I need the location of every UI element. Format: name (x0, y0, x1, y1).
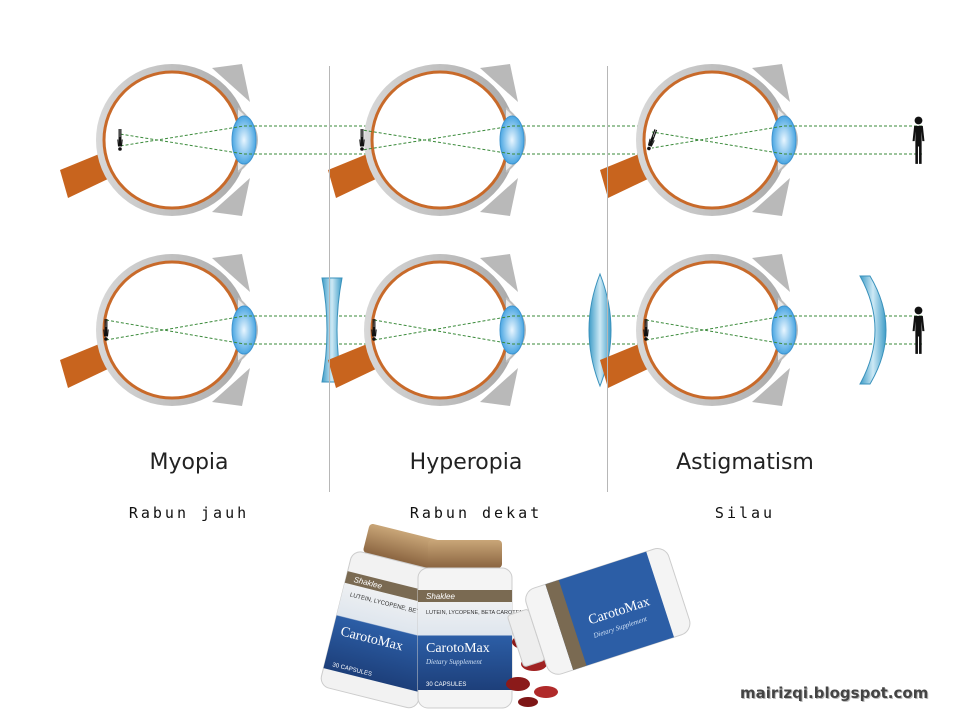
crystalline-lens (499, 115, 525, 165)
light-ray-lower (361, 129, 650, 155)
eye-hyperopia-uncorrected (328, 64, 653, 216)
bottle-right: CarotoMax Dietary Supplement (507, 548, 691, 675)
column-subtitle-astigmatism: Silau (714, 504, 776, 522)
lower-lid (752, 368, 790, 406)
optic-nerve (328, 152, 378, 198)
optic-nerve (60, 342, 110, 388)
bottle-center-descriptor: Dietary Supplement (425, 658, 483, 666)
light-ray-upper (361, 125, 650, 151)
retinal-image-figure (359, 129, 365, 151)
crystalline-lens (499, 305, 525, 355)
retina (102, 260, 242, 400)
object-person-icon (912, 116, 925, 164)
retina (642, 70, 782, 210)
eye-myopia-uncorrected (60, 64, 385, 216)
optic-nerve (60, 152, 110, 198)
retina (642, 260, 782, 400)
bottle-center-count: 30 CAPSULES (426, 682, 466, 688)
lower-lid (212, 368, 250, 406)
column-title-hyperopia: Hyperopia (409, 450, 523, 475)
column-divider-1 (329, 66, 330, 492)
upper-lid (480, 254, 518, 292)
retina (370, 260, 510, 400)
column-subtitle-myopia: Rabun jauh (128, 504, 250, 522)
column-subtitle-hyperopia: Rabun dekat (409, 504, 543, 522)
column-title-myopia: Myopia (149, 450, 229, 475)
bottle-center: Shaklee LUTEIN, LYCOPENE, BETA CAROTENE,… (417, 540, 552, 709)
eye-hyperopia-corrected (328, 254, 653, 406)
optic-nerve (600, 342, 650, 388)
eye-astigmatism-corrected (600, 254, 925, 406)
retina (370, 70, 510, 210)
object-person-icon (912, 306, 925, 354)
crystalline-lens (771, 305, 797, 355)
supplement-bottles-photo: Shaklee LUTEIN, LYCOPENE, BETA CAROTENE,… (320, 524, 691, 709)
lower-lid (480, 368, 518, 406)
light-ray-lower (119, 133, 382, 155)
upper-lid (212, 254, 250, 292)
light-ray-upper (119, 125, 382, 147)
column-divider-2 (607, 66, 608, 492)
upper-lid (212, 64, 250, 102)
blog-watermark: mairizqi.blogspot.com (740, 684, 929, 702)
upper-lid (480, 64, 518, 102)
crystalline-lens (231, 115, 257, 165)
retina (102, 70, 242, 210)
bottle-center-ingredients: LUTEIN, LYCOPENE, BETA CAROTENE, & MORE (426, 610, 552, 616)
eye-astigmatism-uncorrected (600, 64, 925, 216)
upper-lid (752, 254, 790, 292)
bottle-center-brand: Shaklee (426, 592, 455, 601)
corrective-lens (859, 275, 887, 385)
light-ray-lower (651, 131, 922, 155)
optic-nerve (600, 152, 650, 198)
lower-lid (752, 178, 790, 216)
crystalline-lens (771, 115, 797, 165)
bottle-center-name: CarotoMax (426, 641, 490, 656)
upper-lid (752, 64, 790, 102)
lower-lid (480, 178, 518, 216)
optic-nerve (328, 342, 378, 388)
crystalline-lens (231, 305, 257, 355)
light-ray-upper (651, 125, 922, 149)
lower-lid (212, 178, 250, 216)
column-title-astigmatism: Astigmatism (676, 450, 814, 475)
eye-myopia-corrected (60, 254, 385, 406)
